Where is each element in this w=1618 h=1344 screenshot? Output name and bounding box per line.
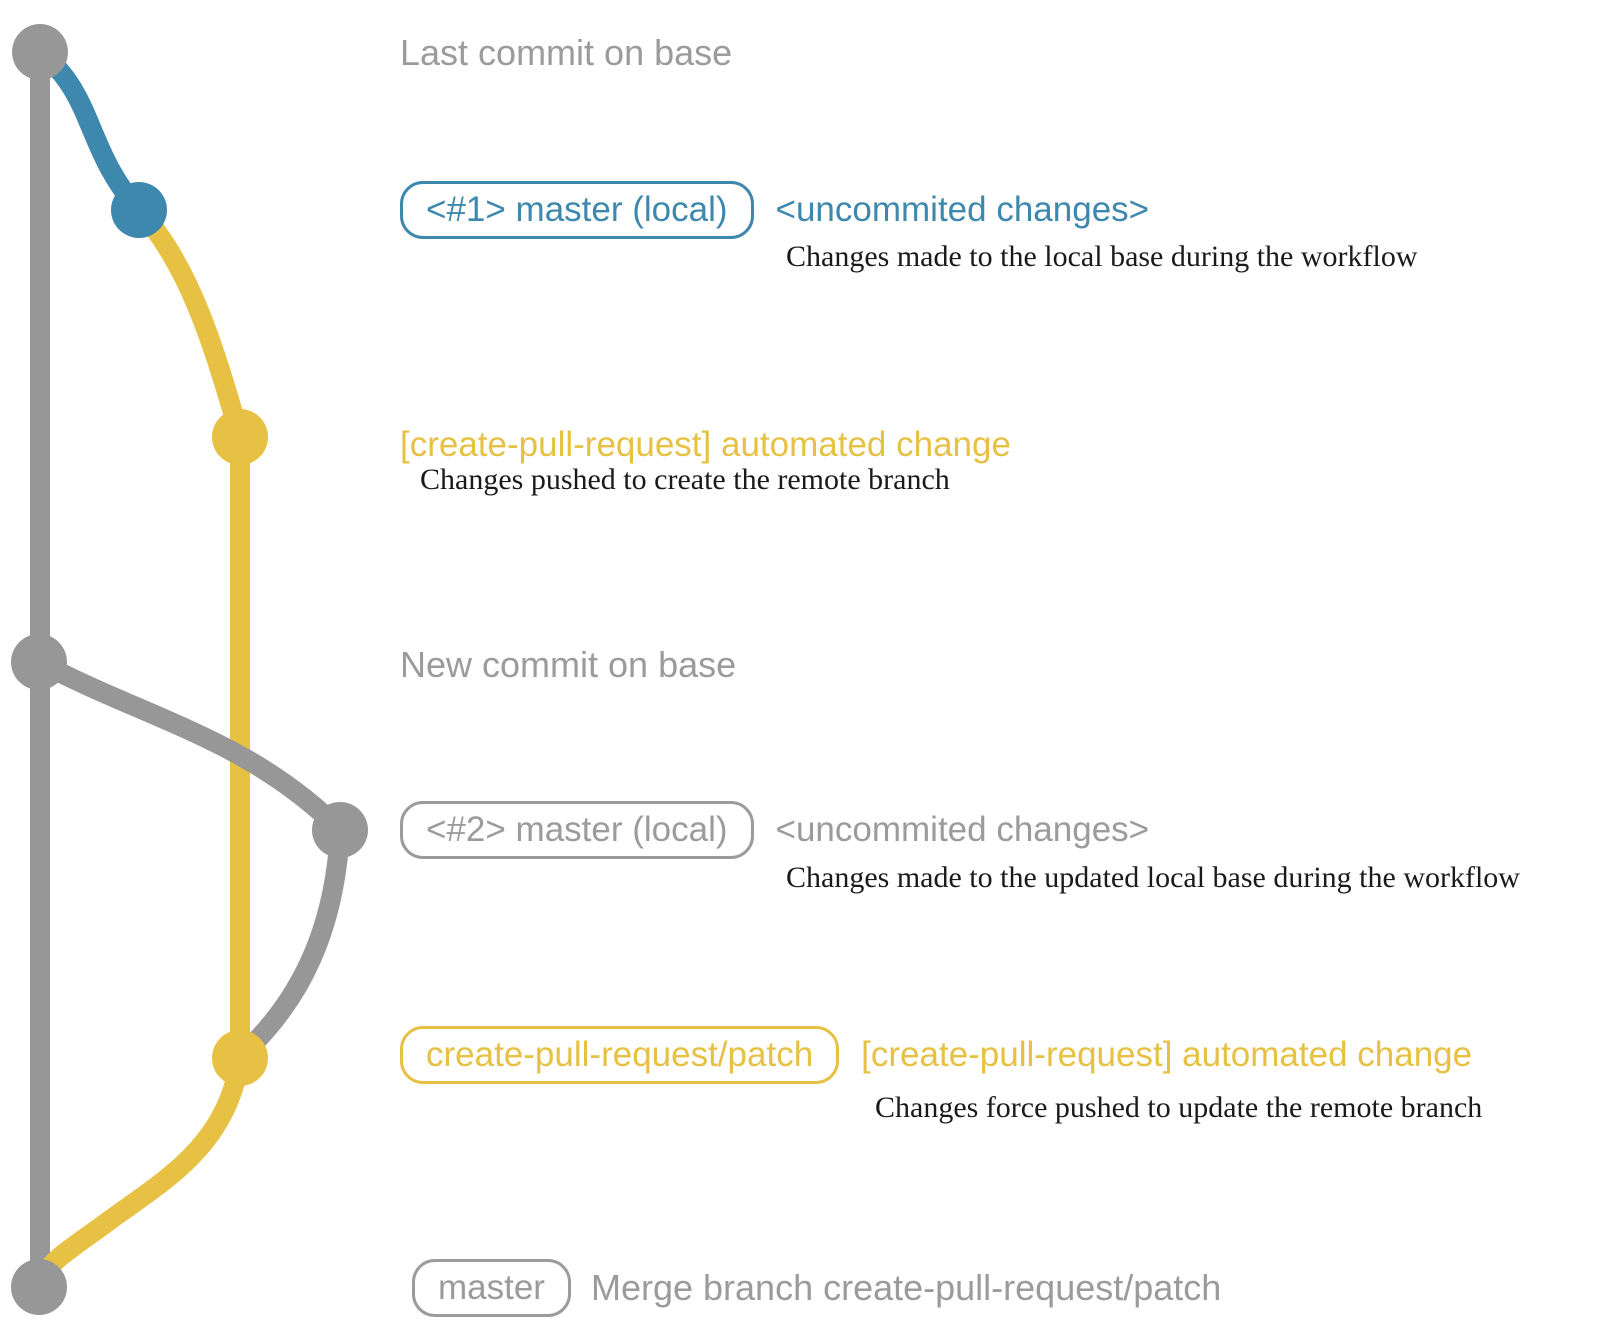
patch-commit-1-node bbox=[212, 409, 268, 465]
local-master-2-to-patch-line bbox=[235, 820, 350, 1062]
commit1-message: <uncommited changes> bbox=[775, 190, 1150, 229]
commit1-description: Changes made to the local base during th… bbox=[786, 240, 1418, 273]
commit2-row: <#2> master (local) <uncommited changes> bbox=[400, 801, 1149, 859]
patch-to-merge-line bbox=[29, 1048, 250, 1297]
local-master-1-node bbox=[111, 182, 167, 238]
commit2-branch-badge: <#2> master (local) bbox=[400, 801, 754, 859]
patch2-description: Changes force pushed to update the remot… bbox=[875, 1091, 1483, 1124]
patch-branch-badge: create-pull-request/patch bbox=[400, 1026, 840, 1084]
patch2-message: [create-pull-request] automated change bbox=[861, 1035, 1473, 1074]
last-commit-node bbox=[12, 24, 68, 80]
commit2-description: Changes made to the updated local base d… bbox=[786, 861, 1520, 894]
patch-commit-2-node bbox=[212, 1030, 268, 1086]
patch-branch-line-upper bbox=[129, 200, 250, 447]
new-commit-node bbox=[11, 634, 67, 690]
merge-message: Merge branch create-pull-request/patch bbox=[590, 1267, 1222, 1308]
commit1-row: <#1> master (local) <uncommited changes> bbox=[400, 181, 1149, 239]
patch1-description: Changes pushed to create the remote bran… bbox=[420, 463, 950, 496]
patch2-row: create-pull-request/patch [create-pull-r… bbox=[400, 1026, 1472, 1084]
merge-commit-node bbox=[11, 1259, 67, 1315]
merge-row: master Merge branch create-pull-request/… bbox=[412, 1259, 1221, 1317]
base-to-local-master-2-line bbox=[29, 652, 350, 840]
master-branch-badge: master bbox=[412, 1259, 571, 1317]
commit-graph bbox=[11, 24, 368, 1315]
commit2-message: <uncommited changes> bbox=[775, 810, 1150, 849]
last-commit-label: Last commit on base bbox=[400, 32, 733, 73]
patch1-message: [create-pull-request] automated change bbox=[400, 425, 1011, 464]
local-master-2-node bbox=[312, 802, 368, 858]
commit1-branch-badge: <#1> master (local) bbox=[400, 181, 754, 239]
new-commit-label: New commit on base bbox=[400, 644, 737, 685]
